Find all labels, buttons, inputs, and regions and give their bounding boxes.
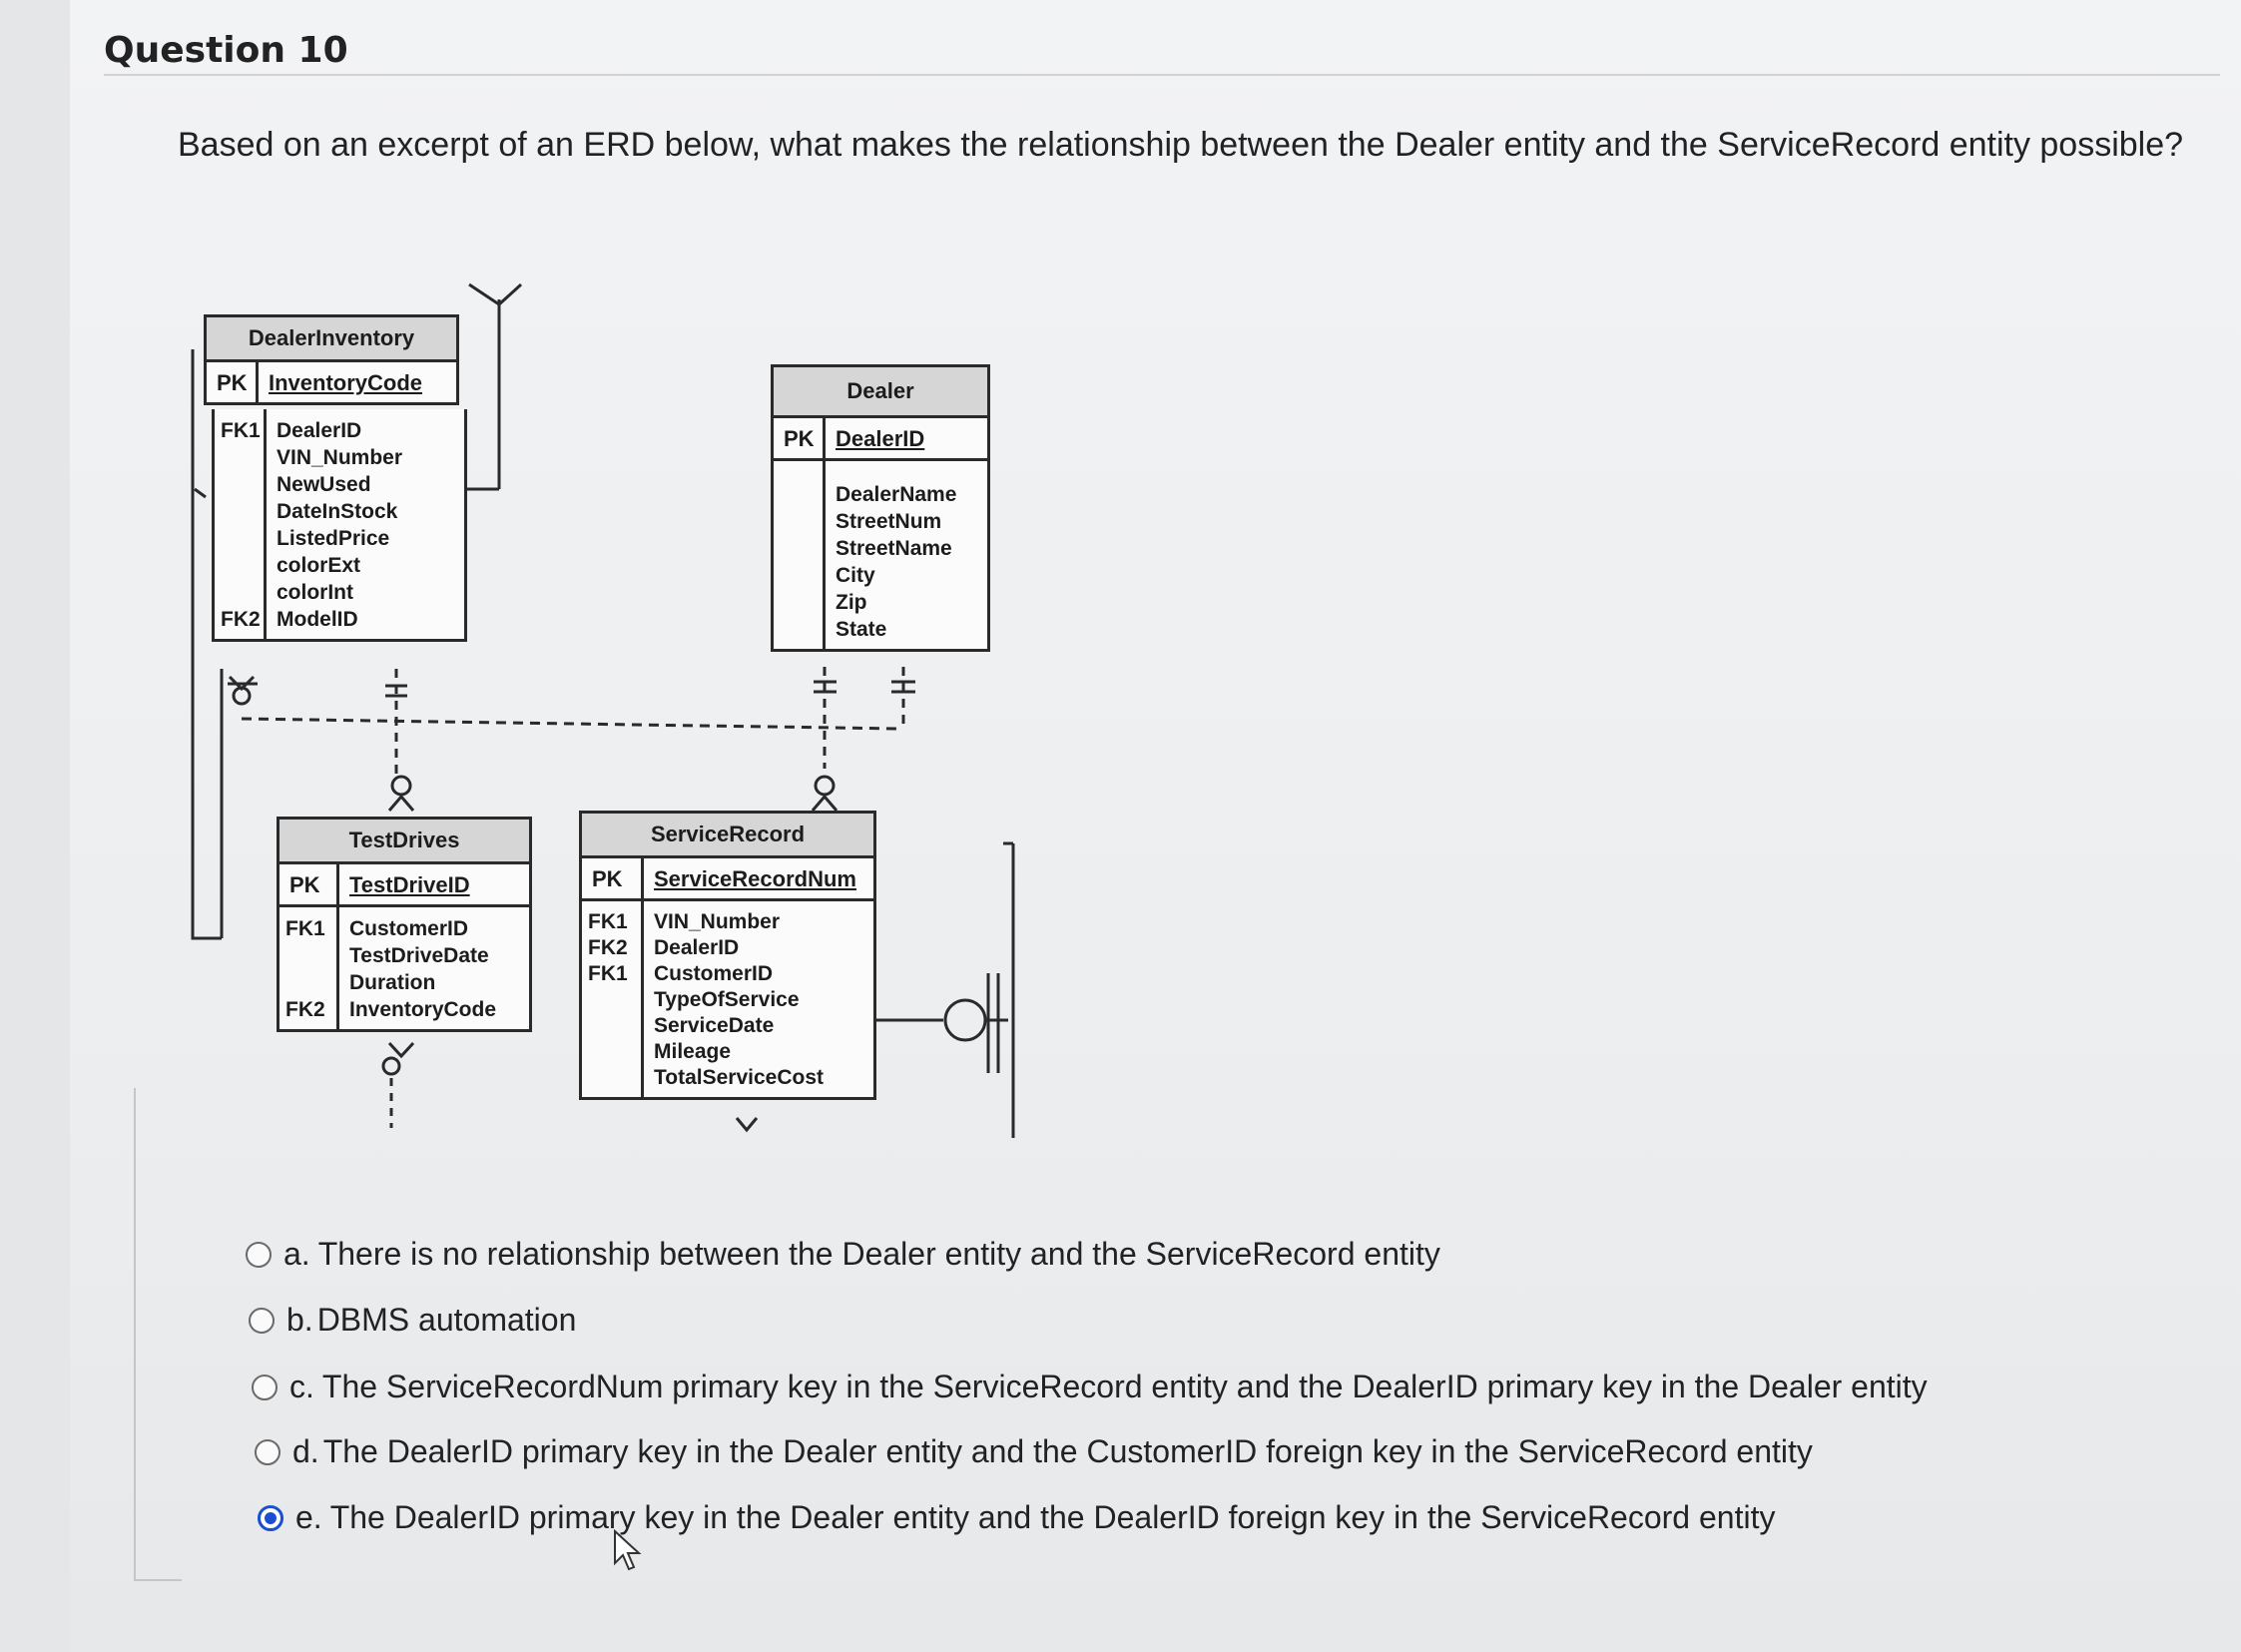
pk-row: PK InventoryCode <box>207 362 456 405</box>
key-label <box>780 508 823 535</box>
key-label <box>780 535 823 562</box>
option-d[interactable]: d. The DealerID primary key in the Deale… <box>255 1433 1813 1470</box>
entity-service-record: ServiceRecord PK ServiceRecordNum FK1 FK… <box>579 811 876 1100</box>
mouse-cursor-icon <box>614 1529 642 1571</box>
key-label <box>780 616 823 643</box>
attribute: Duration <box>349 971 436 994</box>
attribute: colorExt <box>277 554 361 577</box>
attribute: colorInt <box>277 581 353 604</box>
attribute: Zip <box>836 591 867 614</box>
attribute: NewUsed <box>277 473 371 496</box>
entity-name: TestDrives <box>280 820 529 864</box>
key-label <box>285 969 336 996</box>
title-divider <box>104 74 2220 76</box>
key-label <box>780 589 823 616</box>
radio-button[interactable] <box>246 1241 272 1268</box>
entity-dealer-inventory-attributes: FK1 FK2 DealerID VIN_Number NewUsed Date… <box>212 409 467 642</box>
pk-label: PK <box>582 858 644 898</box>
key-label: FK1 <box>221 419 261 442</box>
option-letter: e. <box>295 1499 322 1535</box>
attribute: DealerID <box>277 419 362 442</box>
key-label <box>588 1013 641 1039</box>
attribute: TotalServiceCost <box>654 1066 824 1089</box>
pk-label: PK <box>280 864 339 904</box>
key-label <box>780 562 823 589</box>
entity-test-drives: TestDrives PK TestDriveID FK1 FK2 Custom… <box>277 817 532 1032</box>
entity-dealer-inventory: DealerInventory PK InventoryCode <box>204 314 459 405</box>
pk-attribute: DealerID <box>836 426 925 451</box>
entity-name: Dealer <box>774 367 987 418</box>
key-label <box>221 579 264 606</box>
key-label <box>285 942 336 969</box>
attribute: VIN_Number <box>277 446 403 469</box>
attribute: ServiceDate <box>654 1014 775 1037</box>
key-label <box>588 1039 641 1065</box>
option-letter: d. <box>292 1433 319 1469</box>
option-letter: a. <box>283 1236 310 1272</box>
radio-button[interactable] <box>255 1438 280 1465</box>
attribute: CustomerID <box>654 962 774 985</box>
attribute: DateInStock <box>277 500 398 523</box>
option-text: The ServiceRecordNum primary key in the … <box>321 1369 1928 1404</box>
pk-attribute: InventoryCode <box>269 370 423 395</box>
attribute: Mileage <box>654 1040 732 1063</box>
radio-button[interactable] <box>252 1374 278 1400</box>
pk-label: PK <box>774 418 826 458</box>
option-letter: c. <box>289 1369 314 1404</box>
entity-dealer: Dealer PK DealerID DealerName StreetNum … <box>771 364 990 652</box>
key-label: FK1 <box>285 917 325 940</box>
key-label <box>221 552 264 579</box>
pk-attribute: TestDriveID <box>349 872 470 897</box>
key-label: FK1 <box>588 962 628 985</box>
attribute: StreetNum <box>836 510 942 533</box>
key-label <box>221 525 264 552</box>
content-frame-corner <box>134 1088 182 1581</box>
attribute: DealerName <box>836 483 957 506</box>
option-text: DBMS automation <box>316 1302 577 1338</box>
key-label <box>780 481 823 508</box>
radio-button[interactable] <box>249 1307 275 1334</box>
pk-row: PK TestDriveID <box>280 864 529 907</box>
key-label <box>221 498 264 525</box>
key-label: FK2 <box>285 998 325 1021</box>
key-label <box>221 444 264 471</box>
key-label <box>221 471 264 498</box>
attribute: TestDriveDate <box>349 944 489 967</box>
key-label <box>588 1065 641 1091</box>
option-a[interactable]: a. There is no relationship between the … <box>246 1236 1440 1273</box>
pk-row: PK ServiceRecordNum <box>582 858 873 901</box>
option-e[interactable]: e. The DealerID primary key in the Deale… <box>258 1499 1775 1536</box>
entity-name: DealerInventory <box>207 317 456 362</box>
attribute: InventoryCode <box>349 998 497 1021</box>
attribute: TypeOfService <box>654 988 800 1011</box>
pk-attribute: ServiceRecordNum <box>654 866 856 891</box>
option-text: There is no relationship between the Dea… <box>317 1236 1440 1272</box>
key-label: FK2 <box>588 936 628 959</box>
attribute: State <box>836 618 887 641</box>
pk-label: PK <box>207 362 259 402</box>
option-text: The DealerID primary key in the Dealer e… <box>329 1499 1776 1535</box>
entity-name: ServiceRecord <box>582 814 873 858</box>
key-label <box>588 987 641 1013</box>
attribute: ListedPrice <box>277 527 390 550</box>
option-b[interactable]: b. DBMS automation <box>249 1302 576 1339</box>
question-title: Question 10 <box>104 30 348 71</box>
radio-button-selected[interactable] <box>258 1504 283 1531</box>
attribute: DealerID <box>654 936 740 959</box>
attribute: StreetName <box>836 537 952 560</box>
question-text: Based on an excerpt of an ERD below, wha… <box>178 126 2184 164</box>
attribute: CustomerID <box>349 917 469 940</box>
option-text: The DealerID primary key in the Dealer e… <box>322 1433 1813 1469</box>
key-label: FK2 <box>221 608 261 631</box>
pk-row: PK DealerID <box>774 418 987 461</box>
option-letter: b. <box>286 1302 313 1338</box>
attribute: ModelID <box>277 608 358 631</box>
attribute: VIN_Number <box>654 910 781 933</box>
key-label: FK1 <box>588 910 628 933</box>
option-c[interactable]: c. The ServiceRecordNum primary key in t… <box>252 1369 1928 1405</box>
attribute: City <box>836 564 875 587</box>
